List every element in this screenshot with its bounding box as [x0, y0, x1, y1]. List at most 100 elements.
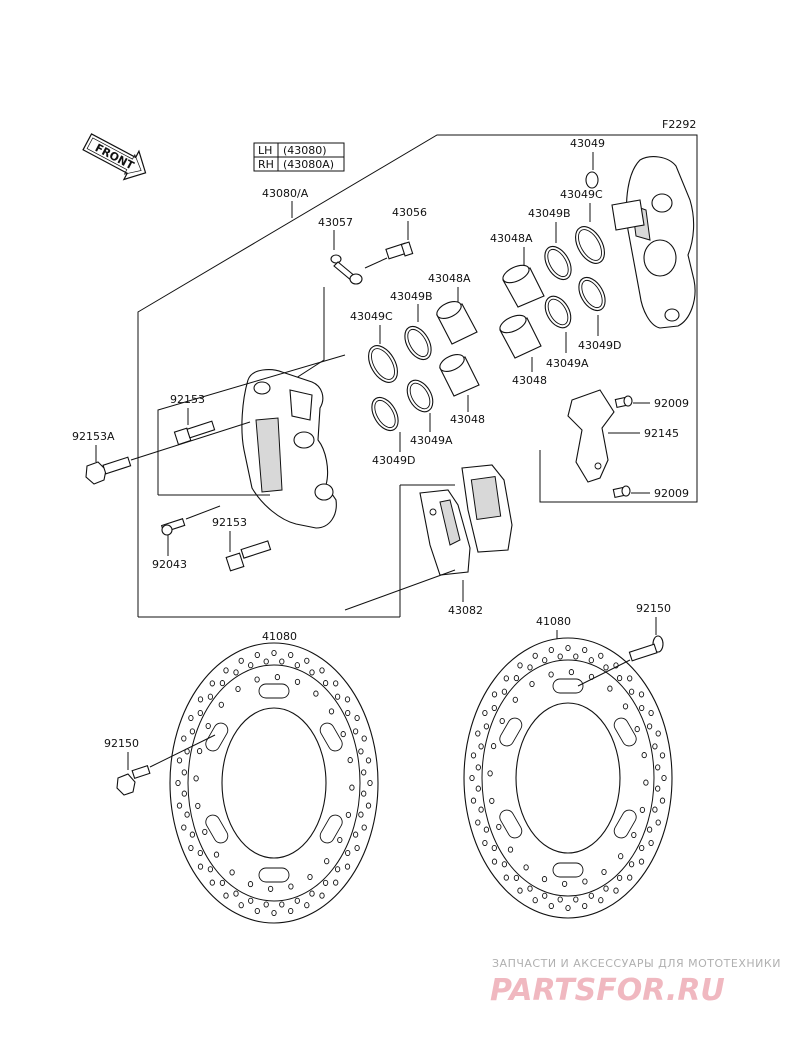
disc-drill-hole — [655, 730, 661, 737]
side-legend: LH (43080) RH (43080A) — [253, 142, 345, 172]
disc-drill-hole — [248, 662, 254, 669]
label-92153-lower: 92153 — [212, 516, 247, 529]
disc-drill-hole — [529, 680, 535, 688]
disc-drill-hole — [478, 806, 484, 813]
disc-drill-hole — [188, 714, 194, 722]
disc-drill-hole — [181, 735, 187, 742]
disc-drill-hole — [503, 675, 509, 682]
disc-drill-hole — [288, 883, 294, 890]
disc-drill-hole — [475, 819, 481, 826]
disc-drill-hole — [223, 667, 229, 674]
disc-drill-hole — [548, 646, 554, 654]
piston-43048a-right — [502, 264, 545, 308]
disc-drill-hole — [639, 844, 645, 852]
disc-drill-hole — [188, 844, 194, 852]
disc-drill-hole — [189, 728, 196, 735]
disc-drill-hole — [542, 892, 548, 899]
label-43049a-right: 43049A — [546, 357, 589, 370]
disc-drill-hole — [582, 878, 588, 885]
disc-drill-hole — [361, 769, 367, 776]
disc-drill-hole — [470, 752, 477, 759]
disc-drill-hole — [288, 907, 294, 915]
disc-drill-hole — [334, 693, 341, 700]
disc-drill-hole — [652, 743, 658, 750]
disc-drill-hole — [548, 671, 554, 678]
watermark-brand: PARTSFOR.RU — [490, 973, 725, 1008]
disc-drill-hole — [238, 902, 244, 909]
disc-carrier-slot — [258, 683, 290, 699]
disc-drill-hole — [482, 839, 488, 847]
disc-drill-hole — [349, 784, 355, 791]
disc-drill-hole — [213, 851, 220, 858]
disc-drill-hole — [288, 651, 294, 659]
disc-drill-hole — [616, 874, 623, 881]
disc-drill-hole — [189, 831, 196, 838]
brake-disc-left — [169, 642, 379, 924]
disc-drill-hole — [469, 774, 475, 782]
disc-drill-hole — [483, 826, 490, 833]
disc-carrier-slot — [319, 722, 343, 752]
disc-drill-hole — [248, 897, 254, 904]
disc-drill-hole — [218, 701, 224, 708]
disc-drill-hole — [345, 849, 351, 857]
disc-drill-hole — [304, 657, 310, 664]
disc-drill-hole — [501, 688, 508, 695]
disc-drill-hole — [319, 892, 325, 899]
piston-43048-right — [499, 314, 542, 359]
disc-drill-hole — [365, 757, 372, 764]
disc-carrier-slot — [205, 814, 229, 844]
disc-drill-hole — [607, 685, 613, 692]
disc-drill-hole — [483, 723, 490, 730]
disc-drill-hole — [491, 691, 498, 698]
disc-drill-hole — [202, 828, 208, 835]
disc-drill-hole — [659, 752, 666, 759]
label-92153-upper: 92153 — [170, 393, 205, 406]
disc-drill-hole — [648, 839, 654, 847]
disc-drill-hole — [361, 735, 367, 742]
disc-drill-hole — [491, 858, 498, 865]
disc-drill-hole — [254, 907, 260, 915]
disc-bolt-92150-left — [116, 765, 151, 796]
disc-drill-hole — [628, 688, 635, 695]
label-43082: 43082 — [448, 604, 483, 617]
label-43057: 43057 — [318, 216, 353, 229]
disc-drill-hole — [319, 667, 325, 674]
disc-drill-hole — [627, 675, 633, 682]
disc-drill-hole — [322, 680, 329, 687]
disc-drill-hole — [340, 731, 346, 738]
disc-drill-hole — [352, 728, 359, 735]
disc-drill-hole — [333, 680, 339, 687]
disc-drill-hole — [176, 757, 183, 764]
disc-carrier-slot — [499, 809, 523, 839]
label-43049d-left: 43049D — [372, 454, 415, 467]
disc-drill-hole — [588, 892, 594, 899]
disc-drill-hole — [361, 824, 367, 831]
disc-drill-hole — [573, 896, 579, 903]
disc-drill-hole — [352, 831, 359, 838]
disc-drill-hole — [582, 646, 588, 654]
disc-drill-hole — [229, 869, 235, 876]
disc-drill-hole — [548, 902, 554, 910]
disc-drill-hole — [496, 823, 502, 830]
disc-drill-hole — [205, 722, 211, 730]
label-43049c-right: 43049C — [560, 188, 603, 201]
disc-drill-hole — [618, 853, 624, 860]
disc-drill-hole — [517, 887, 523, 894]
disc-drill-hole — [588, 657, 594, 664]
disc-drill-hole — [639, 806, 646, 813]
disc-drill-hole — [207, 693, 214, 700]
bolt-92153-upper — [173, 420, 216, 446]
disc-drill-hole — [638, 858, 645, 865]
label-43049-top: 43049 — [570, 137, 605, 150]
disc-drill-hole — [639, 704, 645, 712]
disc-drill-hole — [345, 811, 352, 818]
front-arrow-icon: FRONT — [82, 133, 147, 181]
disc-drill-hole — [347, 757, 353, 764]
disc-drill-hole — [489, 797, 495, 804]
brake-disc-right — [463, 637, 673, 919]
disc-drill-hole — [307, 873, 313, 881]
disc-bolt-92150-right — [628, 635, 664, 662]
label-92153a: 92153A — [72, 430, 115, 443]
disc-drill-hole — [233, 890, 239, 897]
disc-drill-hole — [247, 881, 254, 888]
